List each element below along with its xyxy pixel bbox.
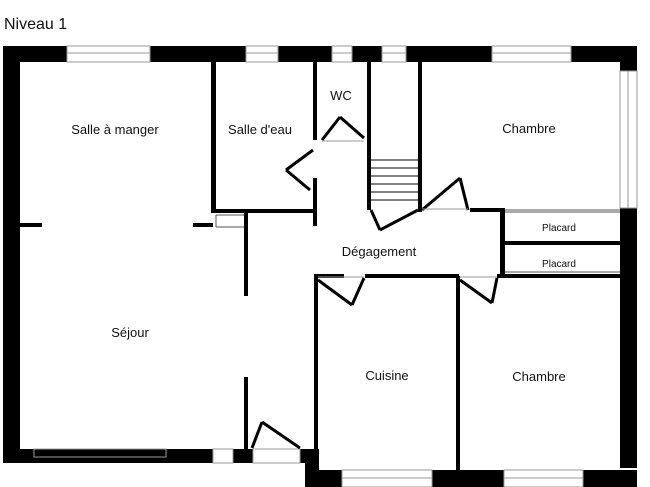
level-title: Niveau 1 [4,16,67,33]
windows [33,45,638,487]
placard-lines [215,209,620,273]
outer-walls [3,46,637,487]
room-label-salle-a-manger: Salle à manger [71,122,159,137]
room-label-sejour: Séjour [111,325,149,340]
staircase [371,159,418,201]
room-label-chambre-2: Chambre [512,369,565,384]
interior-walls [20,62,620,470]
room-label-placard-2: Placard [542,259,576,270]
room-label-cuisine: Cuisine [365,368,408,383]
room-label-wc: WC [330,88,352,103]
room-label-placard-1: Placard [542,223,576,234]
room-label-salle-d-eau: Salle d'eau [228,122,292,137]
doors [250,115,499,450]
room-label-degagement: Dégagement [342,244,417,259]
room-label-chambre-1: Chambre [502,121,555,136]
door-thresholds [318,140,497,278]
